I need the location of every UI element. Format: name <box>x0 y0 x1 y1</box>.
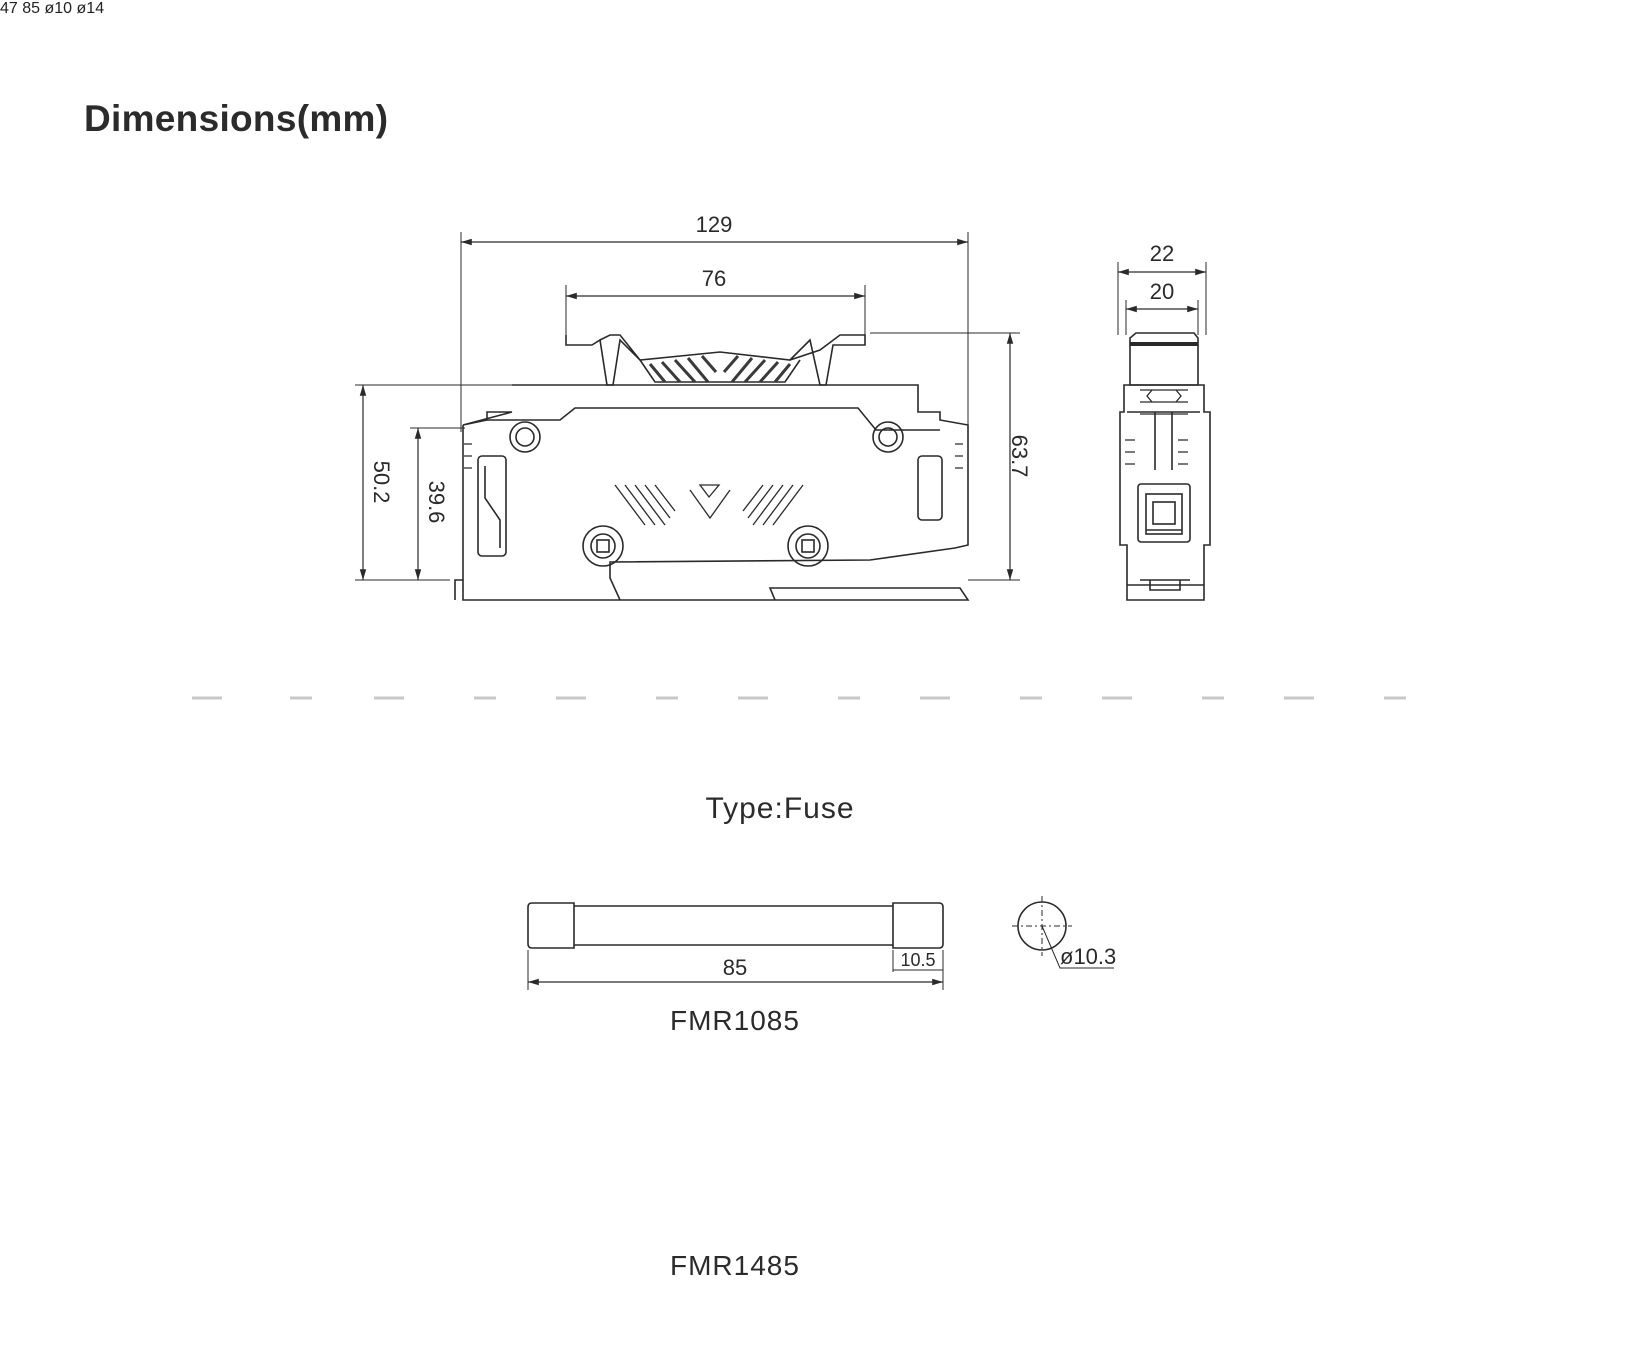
dim-overall-height: 63.7 <box>1007 435 1032 478</box>
fuse-fmr1485-diameter-outer: ø14 <box>76 0 105 17</box>
fuse-fmr1085-cap-length: 10.5 <box>900 950 935 970</box>
dim-body-height: 50.2 <box>369 461 394 504</box>
dim-inner-height: 39.6 <box>424 481 449 524</box>
fuse-fmr1485-model: FMR1485 <box>670 1250 800 1281</box>
fuse-fmr1085-diameter: ø10.3 <box>1060 944 1116 969</box>
fuse-fmr1485-body-length: 47 <box>0 0 18 17</box>
fuse-fmr1485-length: 85 <box>22 0 41 17</box>
dim-overall-width: 129 <box>696 212 733 237</box>
fuse-fmr1085-drawing <box>527 896 1114 990</box>
section-title: Type:Fuse <box>705 792 855 825</box>
fuse-fmr1085-model: FMR1085 <box>670 1005 800 1036</box>
fuse-fmr1485-diameter-inner: ø10 <box>44 0 73 17</box>
dim-side-inner-width: 20 <box>1150 279 1174 304</box>
holder-front-view <box>355 232 1020 601</box>
dim-rail-width: 76 <box>702 266 726 291</box>
dim-side-outer-width: 22 <box>1150 241 1174 266</box>
page-title: Dimensions(mm) <box>84 98 389 139</box>
holder-side-view <box>1117 262 1211 601</box>
fuse-fmr1085-length: 85 <box>723 955 747 980</box>
